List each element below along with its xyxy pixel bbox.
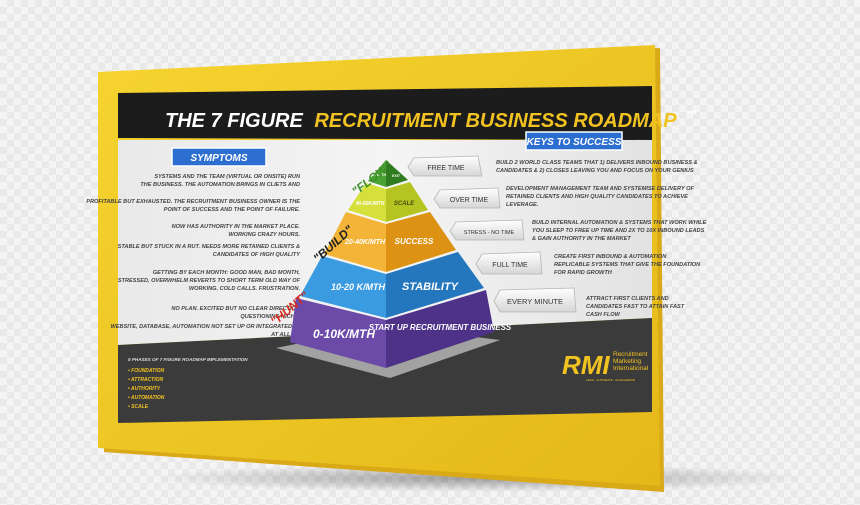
time-tag-1-label: FREE TIME <box>427 165 465 172</box>
pyramid-level-3-right <box>386 212 456 272</box>
symptom-5: GETTING BY EACH MONTH: GOOD MAN, BAD MON… <box>118 270 301 292</box>
symptom-4: STABLE BUT STUCK IN A RUT. NEEDS MORE RE… <box>118 244 302 258</box>
pyramid-level-5-right <box>386 290 494 368</box>
pyramid-level-1-left <box>368 160 386 187</box>
symptoms-label <box>171 147 267 167</box>
symptom-3: NOW HAS AUTHORITY IN THE MARKET PLACE.WO… <box>172 224 301 238</box>
symptoms-heading: SYMPTOMS <box>190 153 247 164</box>
level-3-left-label: 20-40K/MTH <box>344 239 386 246</box>
time-tag-4-label: FULL TIME <box>492 262 528 269</box>
phases: 5 PHASES OF 7 FIGURE ROADMAP IMPLEMENTAT… <box>128 357 248 410</box>
time-tag-1 <box>407 155 483 177</box>
time-tags: FREE TIME OVER TIME STRESS - NO TIME FUL… <box>407 155 577 313</box>
level-2-left-label: 40-60K/MTH <box>355 201 385 207</box>
time-tag-2 <box>433 187 501 209</box>
symptom-1: SYSTEMS AND THE TEAM (VIRTUAL OR ONSITE)… <box>140 174 301 188</box>
time-tag-2-label: OVER TIME <box>450 197 489 204</box>
logo-tagline: LEAD · AUTOMATE · ACCELERATE <box>586 378 635 382</box>
pyramid-labels: TURN WITH EXIT 40-60K/MTH SCALE 20-40K/M… <box>313 173 512 341</box>
pyramid-level-4-right <box>386 252 484 318</box>
logo-line-1: Recruitment <box>613 351 648 358</box>
symptoms-list: SYSTEMS AND THE TEAM (VIRTUAL OR ONSITE)… <box>86 174 301 338</box>
pyramid-level-1-right <box>386 160 408 187</box>
pyramid-level-4-left <box>300 256 386 318</box>
level-2-right-label: SCALE <box>394 201 415 207</box>
rmi-logo: RMI Recruitment Marketing International … <box>562 350 648 382</box>
title-bar <box>118 86 652 140</box>
level-5-left-label: 0-10K/MTH <box>313 327 375 341</box>
logo-line-3: International <box>613 365 648 372</box>
phase-2: • ATTRACTION <box>128 377 163 383</box>
time-tag-5-label: EVERY MINUTE <box>507 297 563 306</box>
level-1-right-label: EXIT <box>392 174 401 178</box>
phase-5: • SCALE <box>128 404 149 410</box>
level-4-right-label: STABILITY <box>402 281 460 293</box>
level-4-left-label: 10-20 K/MTH <box>331 282 386 292</box>
phases-heading: 5 PHASES OF 7 FIGURE ROADMAP IMPLEMENTAT… <box>128 357 248 362</box>
phase-1: • FOUNDATION <box>128 368 164 374</box>
pyramid-level-5-left <box>290 298 386 368</box>
key-1: BUILD 2 WORLD CLASS TEAMS THAT 1) DELIVE… <box>496 160 698 174</box>
logo-line-2: Marketing <box>613 358 642 365</box>
time-tag-4 <box>475 251 543 275</box>
time-tag-3-label: STRESS - NO TIME <box>464 230 515 236</box>
pyramid <box>290 160 494 368</box>
symptom-7: WEBSITE, DATABASE, AUTOMATION NOT SET UP… <box>111 324 293 338</box>
time-tag-5 <box>493 287 577 313</box>
pyramid-level-2-right <box>386 182 428 222</box>
title: THE 7 FIGURE RECRUITMENT BUSINESS ROADMA… <box>165 108 697 132</box>
phase-4: • AUTOMATION <box>128 395 165 401</box>
level-3-right-label: SUCCESS <box>395 237 434 246</box>
level-5-right-label: START UP RECRUITMENT BUSINESS <box>369 323 512 332</box>
phase-3: • AUTHORITY <box>128 386 161 392</box>
keys-label <box>525 131 623 151</box>
keys-heading: KEYS TO SUCCESS <box>527 137 622 148</box>
pyramid-level-2-left <box>348 183 386 222</box>
time-tag-3 <box>449 219 525 241</box>
symptom-2: PROFITABLE BUT EXHAUSTED. THE RECRUITMEN… <box>86 199 300 213</box>
keys-list: BUILD 2 WORLD CLASS TEAMS THAT 1) DELIVE… <box>496 160 707 318</box>
key-2: DEVELOPMENT MANAGEMENT TEAM AND SYSTEMIS… <box>506 186 695 208</box>
pyramid-level-3-left <box>324 212 386 272</box>
key-3: BUILD INTERNAL AUTOMATION & SYSTEMS THAT… <box>532 220 707 242</box>
logo-mark: RMI <box>562 350 610 380</box>
level-1-left-label: TURN WITH <box>366 173 387 177</box>
